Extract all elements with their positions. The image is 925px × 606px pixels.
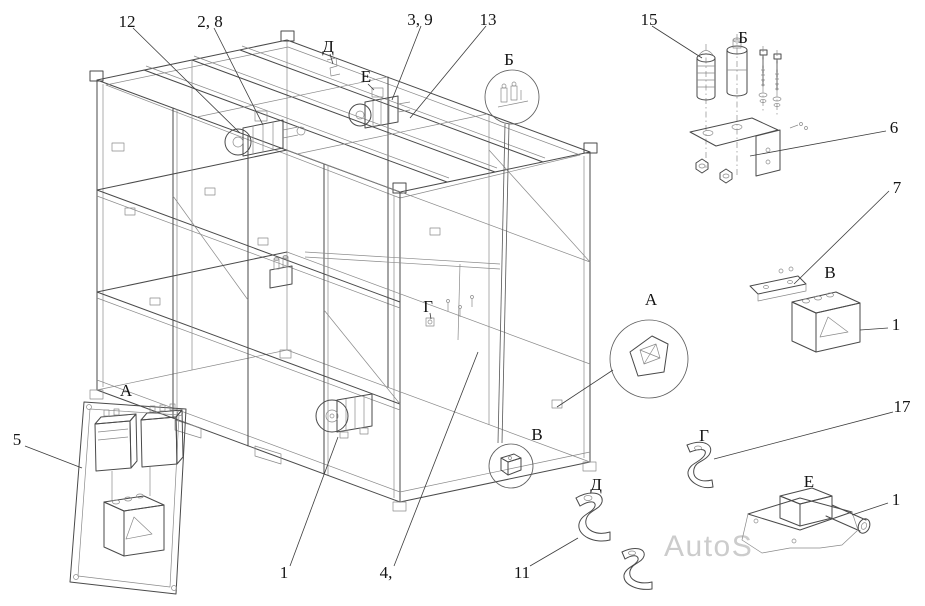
- callout-17: 17: [894, 397, 912, 416]
- leader-lines: [24, 25, 894, 567]
- callout-7: 7: [893, 178, 902, 197]
- watermark-group: AutoS: [664, 530, 753, 563]
- detail-b-assembly: [689, 34, 808, 184]
- detail-e-assembly: [741, 487, 871, 554]
- callout-1-junction-box: 1: [892, 315, 901, 334]
- watermark-text: AutoS: [664, 530, 753, 563]
- callout-13: 13: [480, 10, 497, 29]
- detail-a-assembly: [69, 401, 187, 595]
- callout-1-pump: 1: [892, 490, 901, 509]
- view-label-v-main: В: [531, 425, 542, 444]
- view-label-e-detail: Е: [804, 472, 814, 491]
- electric-motor-bottom: [315, 393, 373, 439]
- view-label-a-main: А: [645, 290, 658, 309]
- circle-detail-b: [484, 69, 540, 125]
- callout-labels: 12 2, 8 3, 9 13 15 6 7 1 17 5 1 4, 11 1 …: [13, 10, 911, 582]
- view-label-g-main: Г: [423, 297, 433, 316]
- callout-11: 11: [514, 563, 530, 582]
- roof-bracket-d: [326, 57, 341, 77]
- electric-motor-top-left: [224, 110, 306, 157]
- view-label-d-detail: Д: [590, 475, 602, 494]
- view-label-v-detail: В: [824, 263, 835, 282]
- callout-12: 12: [119, 12, 136, 31]
- electric-motor-top-right: [348, 87, 411, 129]
- callout-5: 5: [13, 430, 22, 449]
- view-label-e-main: Е: [361, 67, 371, 86]
- view-label-b-main: Б: [504, 50, 514, 69]
- mid-junction-box: [269, 255, 293, 289]
- detail-g-assembly: [686, 441, 714, 489]
- view-label-g-detail: Г: [699, 426, 709, 445]
- frame-components: [224, 57, 510, 444]
- callout-3-9: 3, 9: [407, 10, 433, 29]
- callout-15: 15: [641, 10, 658, 29]
- callout-4: 4,: [380, 563, 393, 582]
- callout-1-motor: 1: [280, 563, 289, 582]
- main-frame-drawing: [89, 30, 598, 512]
- circle-detail-a: [556, 319, 689, 408]
- view-label-a-detail: А: [120, 381, 133, 400]
- callout-2-8: 2, 8: [197, 12, 223, 31]
- callout-6: 6: [890, 118, 899, 137]
- pipework: [304, 123, 510, 444]
- view-label-d-main: Д: [322, 37, 334, 56]
- detail-d-assembly: [575, 492, 653, 590]
- view-label-b-detail: Б: [738, 28, 748, 47]
- circle-detail-v: [488, 443, 534, 489]
- detail-v-assembly: [749, 266, 861, 353]
- fitting-g-area: [425, 295, 474, 327]
